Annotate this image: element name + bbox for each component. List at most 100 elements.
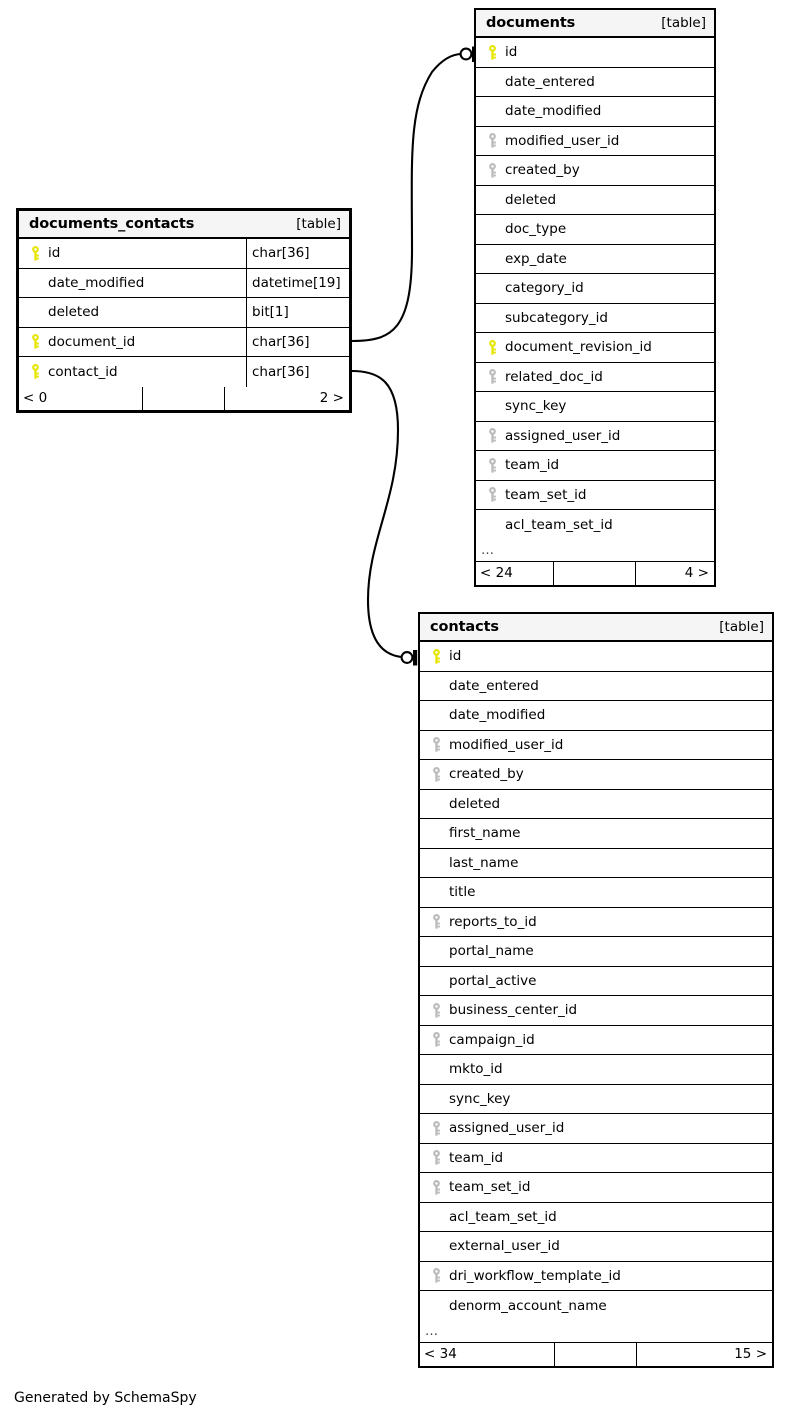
table-contacts-column-created_by[interactable]: created_by — [420, 760, 772, 790]
column-name-cell: deleted — [476, 186, 714, 215]
table-documents-column-sync_key[interactable]: sync_key — [476, 392, 714, 422]
column-label: assigned_user_id — [505, 427, 621, 444]
no-key-spacer — [483, 193, 501, 207]
column-type-cell: bit[1] — [246, 298, 349, 327]
column-label: document_revision_id — [505, 339, 652, 356]
column-label: reports_to_id — [449, 913, 537, 930]
column-label: mkto_id — [449, 1061, 503, 1078]
table-contacts-column-modified_user_id[interactable]: modified_user_id — [420, 730, 772, 760]
column-name-cell: date_modified — [476, 97, 714, 126]
table-documents-column-team_set_id[interactable]: team_set_id — [476, 480, 714, 510]
table-documents-column-exp_date[interactable]: exp_date — [476, 244, 714, 274]
table-documents-column-date_modified[interactable]: date_modified — [476, 97, 714, 127]
table-contacts-column-team_id[interactable]: team_id — [420, 1143, 772, 1173]
table-contacts-column-denorm_account_name[interactable]: denorm_account_name — [420, 1291, 772, 1321]
no-key-spacer — [427, 1062, 445, 1076]
column-label: acl_team_set_id — [505, 516, 613, 533]
column-label: acl_team_set_id — [449, 1208, 557, 1225]
table-documents-column-created_by[interactable]: created_by — [476, 156, 714, 186]
table-documents-column-modified_user_id[interactable]: modified_user_id — [476, 126, 714, 156]
foreign-key-icon — [427, 737, 445, 752]
column-name-cell: dri_workflow_template_id — [420, 1262, 772, 1291]
table-documents-column-acl_team_set_id[interactable]: acl_team_set_id — [476, 510, 714, 540]
table-contacts-column-date_entered[interactable]: date_entered — [420, 671, 772, 701]
table-contacts-column-sync_key[interactable]: sync_key — [420, 1084, 772, 1114]
table-contacts-kind: [table] — [719, 618, 764, 635]
column-label: external_user_id — [449, 1238, 560, 1255]
column-name-cell: first_name — [420, 819, 772, 848]
column-name-cell: title — [420, 878, 772, 907]
column-name-cell: id — [19, 239, 246, 268]
column-name-cell: id — [420, 642, 772, 671]
table-contacts-column-reports_to_id[interactable]: reports_to_id — [420, 907, 772, 937]
table-contacts-column-team_set_id[interactable]: team_set_id — [420, 1173, 772, 1203]
column-name-cell: subcategory_id — [476, 304, 714, 333]
table-contacts-next-button[interactable]: 15 > — [636, 1342, 772, 1366]
table-documents-column-assigned_user_id[interactable]: assigned_user_id — [476, 421, 714, 451]
table-documents_contacts-column-contact_id[interactable]: contact_id char[36] — [19, 357, 349, 387]
table-contacts-column-first_name[interactable]: first_name — [420, 819, 772, 849]
column-name-cell: assigned_user_id — [420, 1114, 772, 1143]
table-contacts-column-title[interactable]: title — [420, 878, 772, 908]
table-contacts-column-id[interactable]: id — [420, 642, 772, 672]
table-contacts-column-external_user_id[interactable]: external_user_id — [420, 1232, 772, 1262]
table-contacts-more-row: … — [420, 1320, 772, 1343]
column-name-cell: portal_active — [420, 967, 772, 996]
table-documents-column-date_entered[interactable]: date_entered — [476, 67, 714, 97]
table-contacts-column-date_modified[interactable]: date_modified — [420, 701, 772, 731]
table-contacts-column-assigned_user_id[interactable]: assigned_user_id — [420, 1114, 772, 1144]
column-label: denorm_account_name — [449, 1297, 607, 1314]
column-name-cell: document_id — [19, 328, 246, 357]
column-label: category_id — [505, 280, 584, 297]
table-contacts-prev-button[interactable]: < 34 — [424, 1346, 457, 1362]
table-documents-column-doc_type[interactable]: doc_type — [476, 215, 714, 245]
table-documents-column-subcategory_id[interactable]: subcategory_id — [476, 303, 714, 333]
table-contacts-column-deleted[interactable]: deleted — [420, 789, 772, 819]
column-name-cell: exp_date — [476, 245, 714, 274]
table-documents-column-document_revision_id[interactable]: document_revision_id — [476, 333, 714, 363]
foreign-key-icon — [427, 1032, 445, 1047]
table-documents-column-id[interactable]: id — [476, 38, 714, 68]
column-label: first_name — [449, 825, 521, 842]
column-label: contact_id — [48, 363, 118, 380]
table-documents-contacts-next-button[interactable]: 2 > — [224, 386, 349, 410]
table-contacts-column-campaign_id[interactable]: campaign_id — [420, 1025, 772, 1055]
table-contacts-column-last_name[interactable]: last_name — [420, 848, 772, 878]
table-documents-contacts-prev-button[interactable]: < 0 — [23, 390, 48, 406]
no-key-spacer — [427, 885, 445, 899]
column-label: modified_user_id — [449, 736, 564, 753]
foreign-key-icon — [427, 1179, 445, 1195]
table-contacts-column-portal_active[interactable]: portal_active — [420, 966, 772, 996]
table-documents-name: documents — [486, 14, 576, 31]
column-label: doc_type — [505, 221, 567, 238]
column-label: title — [449, 884, 476, 901]
no-key-spacer — [427, 944, 445, 958]
table-contacts-column-business_center_id[interactable]: business_center_id — [420, 996, 772, 1026]
column-type-cell: char[36] — [246, 357, 349, 387]
table-documents-prev-button[interactable]: < 24 — [480, 565, 513, 581]
primary-key-icon — [26, 364, 44, 379]
column-label: date_modified — [449, 707, 546, 724]
column-name-cell: modified_user_id — [420, 731, 772, 760]
table-contacts-column-acl_team_set_id[interactable]: acl_team_set_id — [420, 1202, 772, 1232]
table-contacts-column-portal_name[interactable]: portal_name — [420, 937, 772, 967]
column-name-cell: team_id — [476, 451, 714, 480]
table-contacts-column-dri_workflow_template_id[interactable]: dri_workflow_template_id — [420, 1261, 772, 1291]
table-documents-column-category_id[interactable]: category_id — [476, 274, 714, 304]
table-documents-column-related_doc_id[interactable]: related_doc_id — [476, 362, 714, 392]
table-contacts-column-mkto_id[interactable]: mkto_id — [420, 1055, 772, 1085]
table-documents-footer-spacer — [553, 561, 635, 585]
table-documents-column-team_id[interactable]: team_id — [476, 451, 714, 481]
table-documents-column-deleted[interactable]: deleted — [476, 185, 714, 215]
table-documents-next-button[interactable]: 4 > — [635, 561, 714, 585]
foreign-key-icon — [483, 133, 501, 148]
